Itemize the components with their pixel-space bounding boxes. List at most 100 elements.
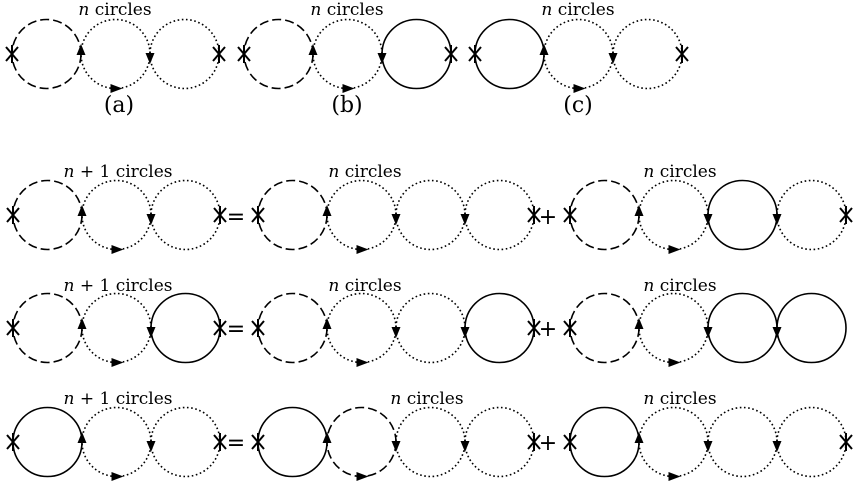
- diagram-a-label: n circles: [78, 0, 151, 20]
- propagation-arrow-icon: [111, 358, 124, 367]
- eq2-lhs-label: n + 1 circles: [63, 276, 172, 296]
- right-vertex-cross-icon: [527, 206, 541, 224]
- dotted-loop: [638, 179, 709, 251]
- vertex-arrow-up-icon: [77, 432, 87, 443]
- dotted-loop: [776, 179, 847, 251]
- dotted-loop: [81, 292, 152, 364]
- solid-loop: [381, 18, 452, 90]
- vertex-arrow-down-icon: [460, 441, 470, 452]
- vertex-arrow-down-icon: [146, 441, 156, 452]
- right-vertex-cross-icon: [213, 319, 227, 337]
- solid-loop: [464, 292, 535, 364]
- dashed-loop: [257, 179, 328, 251]
- eq2-term1-label: n circles: [328, 276, 401, 296]
- dashed-loop: [12, 179, 83, 251]
- eq1-term2-chain: [563, 179, 853, 254]
- propagation-arrow-icon: [356, 358, 369, 367]
- vertex-arrow-down-icon: [460, 327, 470, 338]
- dotted-loop: [395, 292, 466, 364]
- dotted-loop: [81, 179, 152, 251]
- right-vertex-cross-icon: [213, 206, 227, 224]
- left-vertex-cross-icon: [251, 206, 265, 224]
- dotted-loop: [395, 406, 466, 478]
- vertex-arrow-down-icon: [377, 53, 387, 64]
- vertex-arrow-down-icon: [391, 214, 401, 225]
- eq1-lhs-label: n + 1 circles: [63, 162, 172, 182]
- dotted-loop: [395, 179, 466, 251]
- right-vertex-cross-icon: [839, 433, 853, 451]
- right-vertex-cross-icon: [527, 319, 541, 337]
- vertex-arrow-down-icon: [772, 327, 782, 338]
- left-vertex-cross-icon: [6, 319, 20, 337]
- loop-chains: [5, 18, 853, 481]
- eq2-equals-sign: =: [227, 317, 245, 342]
- dotted-loop: [150, 406, 221, 478]
- vertex-arrow-up-icon: [322, 318, 332, 329]
- propagation-arrow-icon: [110, 84, 123, 93]
- vertex-arrow-up-icon: [634, 205, 644, 216]
- left-vertex-cross-icon: [251, 433, 265, 451]
- dotted-loop: [638, 406, 709, 478]
- left-vertex-cross-icon: [468, 45, 482, 63]
- vertex-arrow-up-icon: [322, 432, 332, 443]
- top-diagram-1: [5, 18, 226, 93]
- eq1-term1-label: n circles: [328, 162, 401, 182]
- dotted-loop: [776, 406, 847, 478]
- diagram-b-caption: (b): [331, 93, 362, 118]
- diagram-a-caption: (a): [104, 93, 134, 118]
- left-vertex-cross-icon: [563, 206, 577, 224]
- solid-loop: [569, 406, 640, 478]
- vertex-arrow-down-icon: [460, 214, 470, 225]
- dotted-loop: [638, 292, 709, 364]
- solid-loop: [707, 292, 778, 364]
- dotted-loop: [312, 18, 383, 90]
- vertex-arrow-up-icon: [322, 205, 332, 216]
- vertex-arrow-up-icon: [539, 44, 549, 55]
- vertex-arrow-down-icon: [772, 214, 782, 225]
- solid-loop: [257, 406, 328, 478]
- eq3-plus-sign: +: [539, 431, 557, 456]
- diagram-c-label: n circles: [541, 0, 614, 20]
- vertex-arrow-down-icon: [608, 53, 618, 64]
- solid-loop: [707, 179, 778, 251]
- dotted-loop: [326, 292, 397, 364]
- dotted-loop: [326, 179, 397, 251]
- eq1-equals-sign: =: [227, 205, 245, 230]
- vertex-arrow-down-icon: [146, 214, 156, 225]
- dotted-loop: [464, 179, 535, 251]
- right-vertex-cross-icon: [444, 45, 458, 63]
- vertex-arrow-up-icon: [77, 318, 87, 329]
- propagation-arrow-icon: [356, 245, 369, 254]
- dashed-loop: [569, 179, 640, 251]
- solid-loop: [150, 292, 221, 364]
- right-vertex-cross-icon: [212, 45, 226, 63]
- vertex-arrow-down-icon: [391, 327, 401, 338]
- eq1-plus-sign: +: [539, 205, 557, 230]
- eq2-plus-sign: +: [539, 317, 557, 342]
- left-vertex-cross-icon: [5, 45, 19, 63]
- dashed-loop: [326, 406, 397, 478]
- eq1-term1-chain: [251, 179, 541, 254]
- eq2-term1-chain: [251, 292, 541, 367]
- dashed-loop: [12, 292, 83, 364]
- solid-loop: [776, 292, 847, 364]
- right-vertex-cross-icon: [527, 433, 541, 451]
- eq3-lhs-chain: [6, 406, 227, 481]
- dotted-loop: [149, 18, 220, 90]
- solid-loop: [12, 406, 83, 478]
- equation-rows: n + 1 circles n circles n circles = + n …: [63, 162, 716, 456]
- left-vertex-cross-icon: [6, 433, 20, 451]
- vertex-arrow-up-icon: [634, 318, 644, 329]
- diagram-b-label: n circles: [310, 0, 383, 20]
- propagation-arrow-icon: [668, 472, 681, 481]
- propagation-arrow-icon: [111, 472, 124, 481]
- propagation-arrow-icon: [111, 245, 124, 254]
- dashed-loop: [243, 18, 314, 90]
- eq3-equals-sign: =: [227, 431, 245, 456]
- eq1-lhs-chain: [6, 179, 227, 254]
- dotted-loop: [464, 406, 535, 478]
- eq3-lhs-label: n + 1 circles: [63, 389, 172, 409]
- eq2-term2-chain: [563, 292, 847, 367]
- top-diagram-3: [468, 18, 689, 93]
